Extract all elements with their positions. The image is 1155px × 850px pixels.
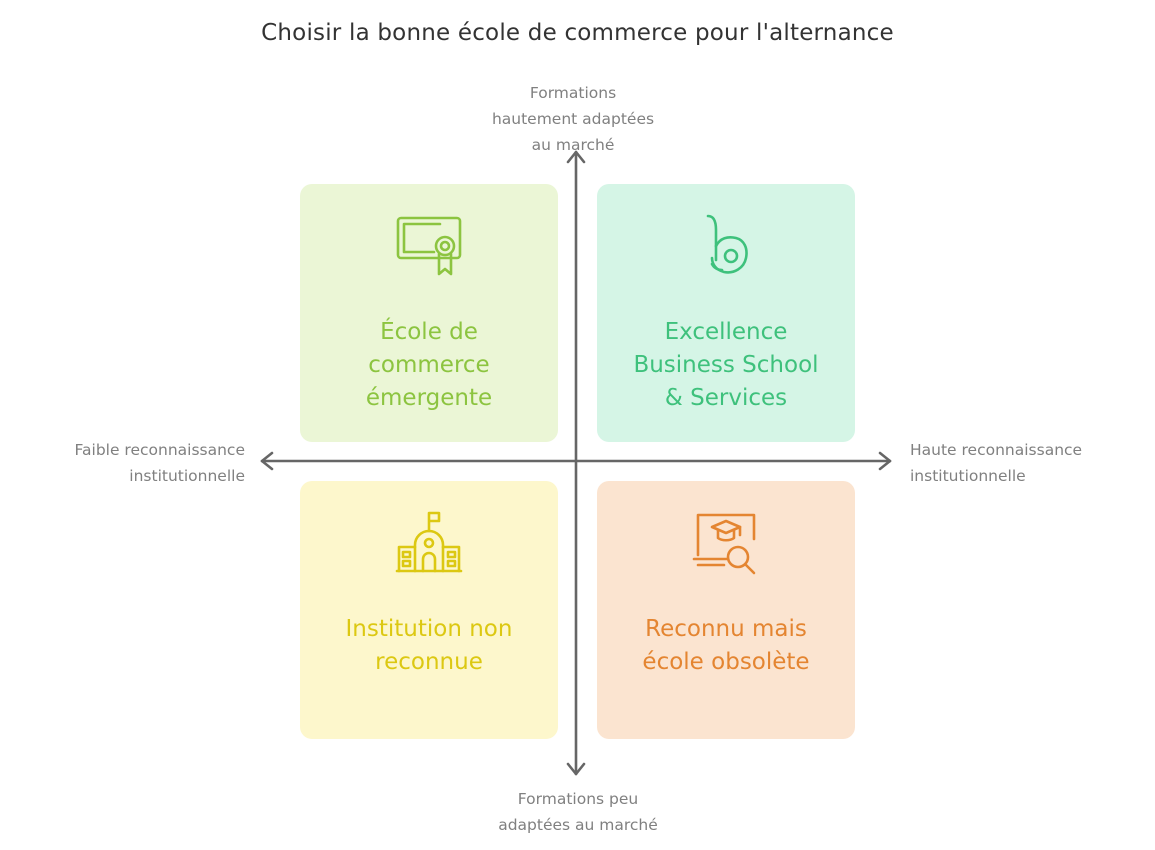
axis-label-top: Formations hautement adaptées au marché	[491, 84, 655, 154]
axis-label-right: Haute reconnaissance institutionnelle	[910, 441, 1083, 485]
quadrant-label-top-left: École de commerce émergente	[365, 319, 493, 411]
arrow-left	[260, 451, 274, 471]
quadrant-bottom-right: Reconnu mais école obsolète	[597, 481, 855, 739]
quadrant-top-right: Excellence Business School & Services	[597, 184, 855, 442]
axis-label-left: Faible reconnaissance institutionnelle	[74, 441, 245, 485]
arrow-right	[878, 451, 892, 471]
quadrant-top-left: École de commerce émergente	[300, 184, 558, 442]
graduation-search-icon	[692, 513, 756, 575]
school-building-icon	[395, 511, 463, 573]
quadrant-label-bottom-right: Reconnu mais école obsolète	[642, 616, 810, 675]
certificate-icon	[396, 216, 462, 276]
letter-b-icon	[706, 214, 748, 274]
arrow-down	[566, 762, 586, 776]
quadrant-label-top-right: Excellence Business School & Services	[633, 319, 819, 411]
axis-label-bottom: Formations peu adaptées au marché	[498, 790, 658, 834]
quadrant-label-bottom-left: Institution non reconnue	[345, 616, 513, 675]
diagram-title: Choisir la bonne école de commerce pour …	[261, 20, 894, 46]
quadrant-bottom-left: Institution non reconnue	[300, 481, 558, 739]
